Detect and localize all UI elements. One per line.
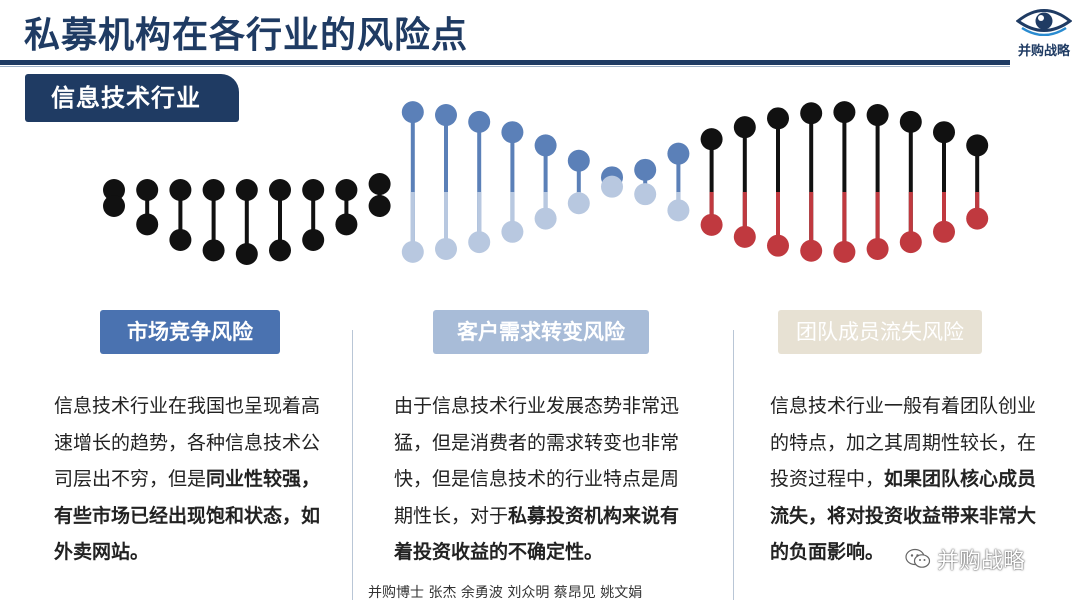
helix-bead-upper xyxy=(269,179,291,201)
helix-bead-upper xyxy=(634,158,657,181)
wechat-icon xyxy=(905,548,931,568)
helix-bead-upper xyxy=(235,179,258,201)
column-divider-2 xyxy=(733,330,734,600)
helix-bead-upper xyxy=(169,179,192,201)
helix-bead-lower xyxy=(202,239,225,262)
helix-bead-lower xyxy=(235,243,258,265)
helix-bead-lower xyxy=(567,192,590,215)
helix-bead-upper xyxy=(933,121,955,144)
helix-bead-lower xyxy=(733,225,756,248)
helix-bead-lower xyxy=(601,175,623,198)
helix-bead-lower xyxy=(302,228,325,251)
helix-bead-upper xyxy=(866,104,889,127)
eye-icon xyxy=(1016,9,1072,36)
helix-bead-lower xyxy=(103,195,125,217)
helix-bead-upper xyxy=(567,149,590,172)
helix-bead-lower xyxy=(401,240,424,263)
helix-bead-lower xyxy=(933,220,955,243)
helix-bead-upper xyxy=(501,121,524,144)
watermark-text: 并购战略 xyxy=(937,549,1026,574)
helix-bead-lower xyxy=(368,195,391,217)
helix-bead-lower xyxy=(169,228,192,251)
helix-bead-lower xyxy=(833,240,856,263)
helix-bead-upper xyxy=(335,179,358,201)
brand-logo: 并购战略 xyxy=(1012,4,1076,64)
helix-bead-upper xyxy=(767,107,789,130)
authors-credit: 并购博士 张杰 余勇波 刘众明 蔡昂见 姚文娟 xyxy=(368,585,643,601)
helix-bead-upper xyxy=(800,102,823,125)
risk-text-plain: 由于信息技术行业发展态势非常迅猛，但是消费者的需求转变也非常快，但是信息技术的行… xyxy=(394,395,680,527)
helix-bead-lower xyxy=(468,231,491,254)
column-divider-1 xyxy=(352,330,353,600)
risk-button-customer-demand[interactable]: 客户需求转变风险 xyxy=(433,310,649,354)
helix-bead-upper xyxy=(966,134,989,157)
helix-bead-lower xyxy=(534,207,557,230)
helix-bead-lower xyxy=(269,239,291,262)
helix-bead-upper xyxy=(136,179,159,201)
brand-logo-text: 并购战略 xyxy=(1017,44,1070,59)
helix-bead-lower xyxy=(700,213,723,236)
risk-description-customer-demand: 由于信息技术行业发展态势非常迅猛，但是消费者的需求转变也非常快，但是信息技术的行… xyxy=(394,388,694,571)
sector-tab: 信息技术行业 xyxy=(25,74,239,122)
page-title: 私募机构在各行业的风险点 xyxy=(24,15,469,56)
helix-bead-upper xyxy=(368,173,391,195)
helix-bead-lower xyxy=(435,237,457,260)
helix-bead-upper xyxy=(733,116,756,139)
title-rule-thin xyxy=(0,66,1010,67)
helix-bead-upper xyxy=(833,101,856,124)
risk-text-plain: 信息技术行业在我国也呈现着高速增长的趋势，各种信息技术公司层出不穷，但是 xyxy=(54,395,321,490)
helix-bead-upper xyxy=(302,179,325,201)
helix-bead-upper xyxy=(899,110,922,133)
helix-bead-upper xyxy=(435,104,457,127)
dna-helix-graphic xyxy=(103,101,989,265)
helix-bead-lower xyxy=(634,183,657,206)
helix-bead-upper xyxy=(667,142,690,165)
helix-bead-lower xyxy=(966,207,989,230)
risk-text-bold: 如果团队核心成员流失，将对投资收益带来非常大的负面影响。 xyxy=(770,468,1037,563)
helix-bead-upper xyxy=(534,134,557,157)
helix-bead-upper xyxy=(401,101,424,124)
title-rule xyxy=(0,60,1010,65)
helix-bead-upper xyxy=(700,128,723,151)
watermark: 并购战略 xyxy=(905,544,1025,574)
helix-bead-upper xyxy=(202,179,225,201)
risk-button-market-competition[interactable]: 市场竞争风险 xyxy=(100,310,280,354)
helix-bead-lower xyxy=(767,234,789,257)
risk-text-bold: 同业性较强，有些市场已经出现饱和状态，如外卖网站。 xyxy=(54,468,321,563)
risk-description-team-loss: 信息技术行业一般有着团队创业的特点，加之其周期性较长，在投资过程中，如果团队核心… xyxy=(770,388,1050,571)
risk-text-bold: 私募投资机构来说有着投资收益的不确定性。 xyxy=(394,504,680,564)
helix-bead-lower xyxy=(866,237,889,260)
helix-bead-upper xyxy=(468,110,491,133)
helix-bead-lower xyxy=(136,213,159,236)
helix-bead-lower xyxy=(800,239,823,262)
helix-bead-lower xyxy=(335,213,358,236)
risk-description-market-competition: 信息技术行业在我国也呈现着高速增长的趋势，各种信息技术公司层出不穷，但是同业性较… xyxy=(54,388,334,571)
risk-button-team-loss[interactable]: 团队成员流失风险 xyxy=(778,310,982,354)
helix-bead-lower xyxy=(899,231,922,254)
risk-text-plain: 信息技术行业一般有着团队创业的特点，加之其周期性较长，在投资过程中， xyxy=(770,395,1037,490)
helix-bead-upper xyxy=(103,179,125,201)
helix-bead-lower xyxy=(501,220,524,243)
helix-bead-lower xyxy=(667,199,690,222)
